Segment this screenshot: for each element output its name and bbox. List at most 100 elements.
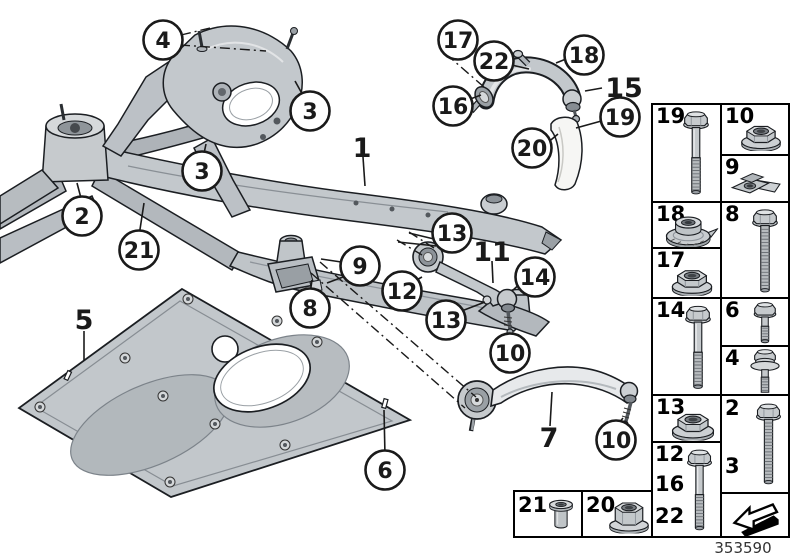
tension-strut-drawing bbox=[412, 241, 518, 336]
svg-text:17: 17 bbox=[443, 29, 474, 54]
fastener-cell-21[interactable]: 21 bbox=[513, 490, 583, 538]
drawing-number: 353590 bbox=[714, 539, 772, 557]
callout-22[interactable]: 22 bbox=[473, 40, 515, 82]
lock-nut-washer-icon bbox=[663, 208, 719, 248]
part-number-label: 19 bbox=[656, 104, 686, 128]
part-number-label: 4 bbox=[725, 346, 740, 370]
callout-13[interactable]: 13 bbox=[425, 299, 467, 341]
part-number-label: 8 bbox=[725, 202, 740, 226]
part-number-label: 22 bbox=[655, 504, 685, 528]
svg-text:1: 1 bbox=[353, 133, 372, 164]
installation-direction-cell[interactable] bbox=[720, 492, 790, 538]
svg-text:13: 13 bbox=[437, 222, 468, 247]
callout-3[interactable]: 3 bbox=[181, 150, 223, 192]
callout-17[interactable]: 17 bbox=[437, 19, 479, 61]
part-number-label: 14 bbox=[656, 298, 686, 322]
part-number-label: 2 bbox=[725, 396, 740, 420]
fastener-cell-2-3[interactable]: 2 3 bbox=[720, 394, 790, 494]
fastener-cell-8[interactable]: 8 bbox=[720, 201, 790, 299]
fastener-cell-18[interactable]: 18 bbox=[651, 201, 722, 249]
fastener-cell-13[interactable]: 13 bbox=[651, 394, 722, 443]
svg-text:12: 12 bbox=[387, 280, 418, 305]
callout-2[interactable]: 2 bbox=[61, 195, 103, 237]
part-number-label: 6 bbox=[725, 298, 740, 322]
fastener-cell-6[interactable]: 6 bbox=[720, 297, 790, 347]
part-number-label: 21 bbox=[518, 493, 548, 517]
underbody-shield-drawing bbox=[17, 287, 413, 498]
cage-nut-icon bbox=[728, 170, 786, 200]
callout-13[interactable]: 13 bbox=[431, 212, 473, 254]
fastener-cell-10[interactable]: 10 bbox=[720, 103, 790, 156]
callout-14[interactable]: 14 bbox=[514, 256, 556, 298]
callout-12[interactable]: 12 bbox=[381, 270, 423, 312]
washer-bolt-icon bbox=[748, 349, 782, 396]
callout-1[interactable]: 1 bbox=[353, 133, 372, 164]
svg-text:5: 5 bbox=[75, 305, 94, 336]
part-number-label: 10 bbox=[725, 104, 755, 128]
svg-text:3: 3 bbox=[194, 160, 209, 185]
fastener-cell-14[interactable]: 14 bbox=[651, 297, 722, 396]
callout-11[interactable]: 11 bbox=[473, 237, 511, 268]
short-bolt-icon bbox=[750, 302, 780, 345]
svg-text:8: 8 bbox=[302, 297, 317, 322]
part-number-label: 16 bbox=[655, 472, 685, 496]
svg-text:9: 9 bbox=[352, 255, 367, 280]
callout-6[interactable]: 6 bbox=[364, 449, 406, 491]
flange-bolt-icon bbox=[681, 304, 715, 393]
part-number-label: 13 bbox=[656, 395, 686, 419]
fastener-cell-4[interactable]: 4 bbox=[720, 345, 790, 396]
fastener-cell-9[interactable]: 9 bbox=[720, 154, 790, 203]
part-number-label: 12 bbox=[655, 442, 685, 466]
callout-10[interactable]: 10 bbox=[489, 332, 531, 374]
threaded-bolt-icon bbox=[752, 400, 785, 490]
callout-8[interactable]: 8 bbox=[289, 287, 331, 329]
callout-4[interactable]: 4 bbox=[142, 19, 184, 61]
part-number-label: 20 bbox=[586, 493, 616, 517]
direction-arrow-icon bbox=[729, 497, 785, 537]
svg-text:13: 13 bbox=[431, 309, 462, 334]
callout-18[interactable]: 18 bbox=[563, 34, 605, 76]
flange-nut-icon bbox=[669, 406, 717, 441]
svg-text:2: 2 bbox=[74, 205, 89, 230]
callout-19[interactable]: 19 bbox=[599, 96, 641, 138]
callout-9[interactable]: 9 bbox=[339, 245, 381, 287]
rivet-nut-icon bbox=[547, 496, 575, 534]
callout-21[interactable]: 21 bbox=[118, 229, 160, 271]
svg-text:10: 10 bbox=[495, 342, 526, 367]
fastener-cell-20[interactable]: 20 bbox=[581, 490, 653, 538]
svg-text:20: 20 bbox=[517, 137, 548, 162]
flange-bolt-icon bbox=[683, 446, 716, 536]
svg-text:22: 22 bbox=[479, 50, 510, 75]
threaded-bolt-icon bbox=[748, 208, 782, 296]
fastener-cell-12-16-22[interactable]: 12 16 22 bbox=[651, 441, 722, 538]
guide-support-wedge-drawing bbox=[550, 116, 583, 191]
svg-text:19: 19 bbox=[605, 106, 636, 131]
svg-text:18: 18 bbox=[569, 44, 600, 69]
svg-text:10: 10 bbox=[601, 429, 632, 454]
callout-20[interactable]: 20 bbox=[511, 127, 553, 169]
svg-text:14: 14 bbox=[520, 266, 551, 291]
callout-3[interactable]: 3 bbox=[289, 90, 331, 132]
callout-16[interactable]: 16 bbox=[432, 85, 474, 127]
svg-text:3: 3 bbox=[302, 100, 317, 125]
callout-10[interactable]: 10 bbox=[595, 419, 637, 461]
fastener-cell-17[interactable]: 17 bbox=[651, 247, 722, 299]
fastener-cell-19[interactable]: 19 bbox=[651, 103, 722, 203]
callout-5[interactable]: 5 bbox=[75, 305, 94, 336]
flange-bolt-icon bbox=[679, 110, 713, 198]
svg-text:7: 7 bbox=[540, 423, 559, 454]
upper-wishbone-drawing bbox=[101, 25, 303, 218]
part-number-label: 17 bbox=[656, 248, 686, 272]
part-number-label: 9 bbox=[725, 155, 740, 179]
part-number-label: 3 bbox=[725, 454, 740, 478]
svg-text:4: 4 bbox=[155, 29, 170, 54]
svg-text:21: 21 bbox=[124, 239, 155, 264]
svg-text:16: 16 bbox=[438, 95, 469, 120]
svg-text:11: 11 bbox=[473, 237, 511, 268]
flange-nut-icon bbox=[669, 263, 715, 296]
callout-7[interactable]: 7 bbox=[540, 423, 559, 454]
hex-nut-washer-icon bbox=[607, 496, 651, 534]
